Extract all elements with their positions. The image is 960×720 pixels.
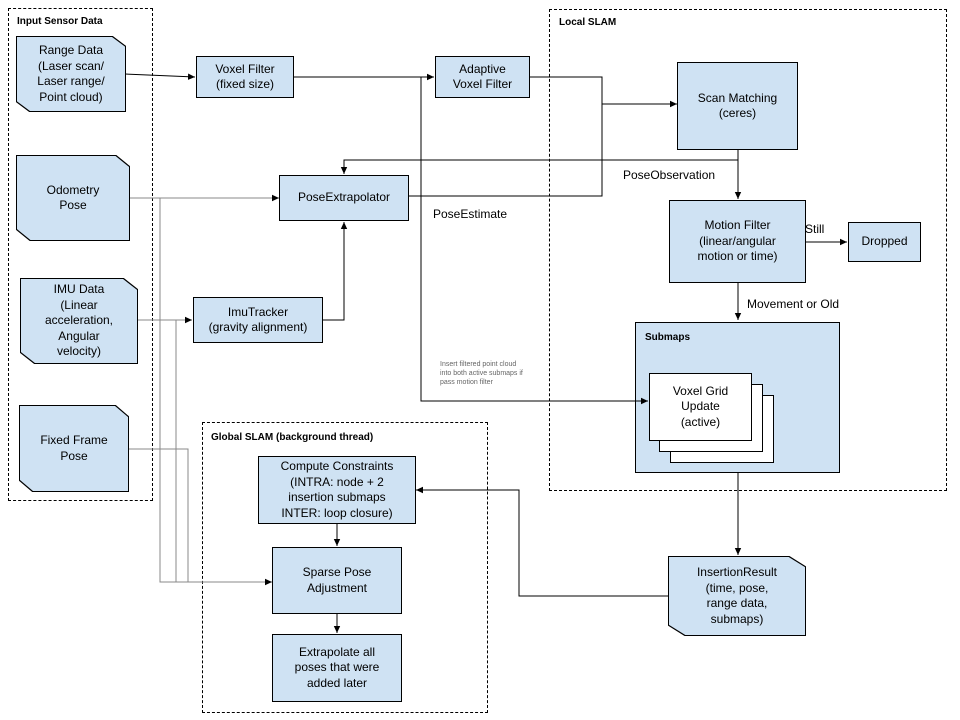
still-label: Still (805, 222, 825, 236)
edge-adaptive-to-scan (529, 76, 677, 108)
global-slam-title: Global SLAM (background thread) (211, 432, 374, 443)
submaps-title: Submaps (645, 332, 691, 343)
extrapolate-poses-node: Extrapolate all poses that were added la… (272, 634, 402, 702)
edge-insertion-to-constraints (416, 486, 668, 597)
range-data-node: Range Data (Laser scan/ Laser range/ Poi… (16, 36, 126, 112)
movement-or-old-label: Movement or Old (747, 297, 840, 311)
global-slam-group (202, 422, 488, 713)
voxel-grid-update-node: Voxel Grid Update (active) (649, 373, 752, 441)
sparse-pose-adjustment-node: Sparse Pose Adjustment (272, 547, 402, 614)
edge-range-to-voxel (124, 73, 196, 80)
motion-filter-node: Motion Filter (linear/angular motion or … (669, 200, 806, 283)
input-sensor-data-group (8, 8, 153, 501)
fixed-frame-pose-node: Fixed Frame Pose (19, 405, 129, 492)
imu-data-label: IMU Data (Linear acceleration, Angular v… (21, 279, 137, 363)
pose-extrapolator-node: PoseExtrapolator (279, 175, 409, 221)
scan-matching-node: Scan Matching (ceres) (677, 62, 798, 150)
insertion-result-label: InsertionResult (time, pose, range data,… (669, 557, 805, 635)
edge-imu-tracker-to-extrapolator (322, 222, 348, 321)
pose-estimate-label: PoseEstimate (433, 207, 508, 221)
edge-fixed-to-sparse (128, 448, 189, 582)
voxel-filter-node: Voxel Filter (fixed size) (196, 56, 294, 98)
odometry-pose-label: Odometry Pose (17, 156, 129, 240)
odometry-pose-node: Odometry Pose (16, 155, 130, 241)
edge-extrapolator-to-scan (408, 104, 603, 197)
imu-data-node: IMU Data (Linear acceleration, Angular v… (20, 278, 138, 364)
local-slam-group (549, 9, 947, 491)
imu-tracker-node: ImuTracker (gravity alignment) (193, 297, 323, 343)
insertion-result-node: InsertionResult (time, pose, range data,… (668, 556, 806, 636)
input-sensor-data-title: Input Sensor Data (17, 16, 103, 27)
fixed-frame-pose-label: Fixed Frame Pose (20, 406, 128, 491)
pose-observation-label: PoseObservation (623, 168, 716, 182)
insert-note-label: Insert filtered point cloud into both ac… (440, 361, 523, 386)
edge-odometry-to-sparse (159, 198, 272, 586)
edge-scan-to-extrapolator (340, 150, 739, 174)
compute-constraints-node: Compute Constraints (INTRA: node + 2 ins… (258, 456, 416, 524)
adaptive-voxel-filter-node: Adaptive Voxel Filter (435, 56, 530, 98)
dropped-node: Dropped (848, 222, 921, 262)
local-slam-title: Local SLAM (559, 17, 617, 28)
range-data-label: Range Data (Laser scan/ Laser range/ Poi… (17, 37, 125, 111)
edge-voxel-to-grid (420, 77, 648, 405)
